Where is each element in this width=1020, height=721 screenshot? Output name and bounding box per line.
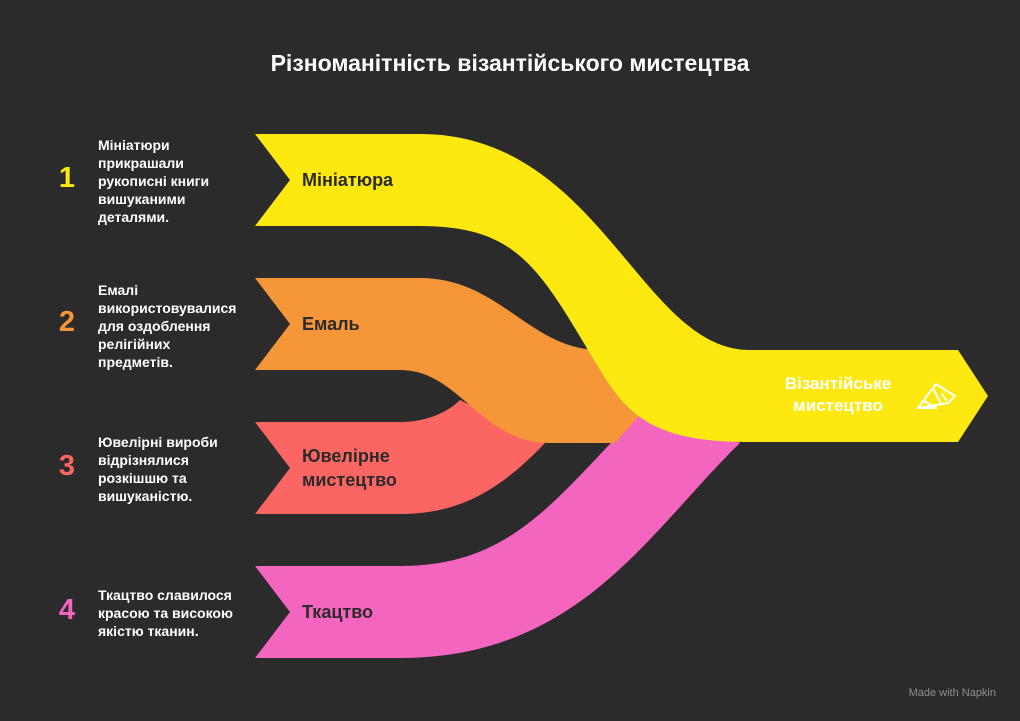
broken-column-icon (917, 383, 956, 409)
watermark: Made with Napkin (908, 687, 996, 699)
step-number-4: 4 (58, 594, 76, 626)
page-title: Різноманітність візантійського мистецтва (270, 50, 750, 76)
step-description-1: Мініатюри прикрашали рукописні книги виш… (98, 137, 210, 225)
target-label: Візантійське мистецтво (784, 374, 892, 415)
band-label-textile: Ткацтво (302, 602, 374, 622)
band-miniature (255, 134, 988, 442)
step-number-2: 2 (58, 306, 76, 338)
band-textile (255, 398, 740, 658)
band-label-enamel: Емаль (302, 314, 360, 334)
band-enamel (255, 278, 655, 443)
step-description-3: Ювелірні вироби відрізнялися розкішшю та… (98, 434, 218, 504)
band-label-miniature: Мініатюра (302, 170, 394, 190)
band-label-jewelry: Ювелірне мистецтво (302, 446, 397, 490)
step-description-4: Ткацтво славилося красою та високою якіс… (98, 587, 233, 639)
step-description-2: Емалі використовувалися для оздоблення р… (98, 282, 237, 370)
step-number-1: 1 (58, 162, 76, 194)
band-jewelry (255, 400, 545, 514)
step-number-3: 3 (58, 450, 76, 482)
